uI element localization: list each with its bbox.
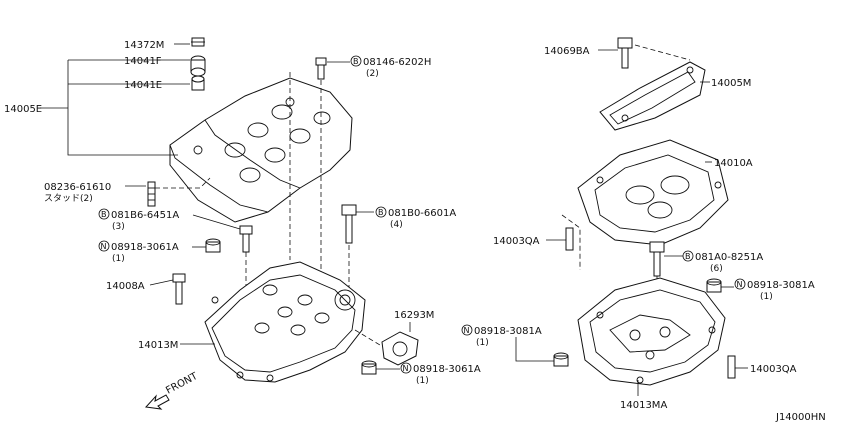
gasket-14005M — [599, 61, 706, 131]
bolt-symbol-letter: B — [101, 210, 107, 219]
label-081A0-8251A: 081A0-8251A — [695, 252, 763, 263]
nut-symbol: N — [400, 362, 412, 374]
label-081A0-qty: (6) — [710, 264, 723, 274]
bolt-08146-6202H — [315, 57, 327, 80]
label-14005M: 14005M — [711, 78, 751, 89]
label-08236-61610: 08236-61610 — [44, 182, 111, 193]
label-08146-6202H: 08146-6202H — [363, 57, 431, 68]
cap-14372M — [191, 37, 205, 47]
front-arrow — [144, 394, 170, 410]
bolt-14069BA — [617, 37, 633, 69]
label-14069BA: 14069BA — [544, 46, 590, 57]
nut-08918-3061A-bottom — [361, 360, 377, 375]
label-14041F: 14041F — [124, 56, 162, 67]
label-08918-3081A-left: 08918-3081A — [474, 326, 542, 337]
grommet-14041F — [190, 55, 206, 77]
label-14003QA-right: 14003QA — [750, 364, 797, 375]
stud-08236-61610 — [147, 181, 156, 207]
label-14372M: 14372M — [124, 40, 164, 51]
label-16293M: 16293M — [394, 310, 434, 321]
bolt-symbol: B — [375, 206, 387, 218]
label-081B6-6451A: 081B6-6451A — [111, 210, 179, 221]
bolt-081A0-8251A — [649, 241, 665, 277]
label-14010A: 14010A — [714, 158, 753, 169]
label-front: FRONT — [164, 370, 200, 396]
nut-08918-3061A-top — [205, 238, 221, 253]
collar-14041E — [191, 75, 205, 91]
label-14003QA-left: 14003QA — [493, 236, 540, 247]
bolt-symbol-letter: B — [685, 252, 691, 261]
stud-14003QA-left — [565, 227, 574, 251]
label-08918-3061A-bottom: 08918-3061A — [413, 364, 481, 375]
label-081B6-qty: (3) — [112, 222, 125, 232]
bolt-symbol-letter: B — [353, 57, 359, 66]
nut-symbol: N — [461, 324, 473, 336]
label-stud-qty: スタッド(2) — [44, 193, 93, 204]
label-08918-3061A-top: 08918-3061A — [111, 242, 179, 253]
label-14008A: 14008A — [106, 281, 145, 292]
stud-14003QA-right — [727, 355, 736, 379]
label-14041E: 14041E — [124, 80, 162, 91]
label-14005E: 14005E — [4, 104, 42, 115]
nut-symbol-letter: N — [101, 242, 107, 251]
nut-08918-3081A-left — [553, 352, 569, 367]
label-08918-3081A-right: 08918-3081A — [747, 280, 815, 291]
gasket-plate-14010A — [577, 139, 729, 246]
bolt-081B6-6451A — [239, 225, 253, 253]
nut-symbol-letter: N — [403, 364, 409, 373]
collector-14013MA — [577, 277, 726, 386]
nut-symbol-letter: N — [737, 280, 743, 289]
nut-symbol-letter: N — [464, 326, 470, 335]
nut-08918-3081A-right — [706, 278, 722, 293]
label-14013MA: 14013MA — [620, 400, 667, 411]
label-08918-3061A-top-qty: (1) — [112, 254, 125, 264]
label-14013M: 14013M — [138, 340, 178, 351]
bolt-symbol: B — [350, 55, 362, 67]
bolt-symbol: B — [682, 250, 694, 262]
label-08146-qty: (2) — [366, 69, 379, 79]
label-081B0-qty: (4) — [390, 220, 403, 230]
bolt-081B0-6601A — [341, 204, 357, 244]
gasket-16293M — [381, 331, 419, 366]
nut-symbol: N — [734, 278, 746, 290]
nut-symbol: N — [98, 240, 110, 252]
engine-cover-14005E — [169, 77, 353, 223]
bolt-14008A — [172, 273, 186, 305]
label-08918-3081A-left-qty: (1) — [476, 338, 489, 348]
label-08918-3061A-bottom-qty: (1) — [416, 376, 429, 386]
label-081B0-6601A: 081B0-6601A — [388, 208, 456, 219]
diagram-id: J14000HN — [775, 412, 826, 423]
bolt-symbol-letter: B — [378, 208, 384, 217]
bolt-symbol: B — [98, 208, 110, 220]
label-08918-3081A-right-qty: (1) — [760, 292, 773, 302]
collector-14013M — [204, 261, 366, 383]
